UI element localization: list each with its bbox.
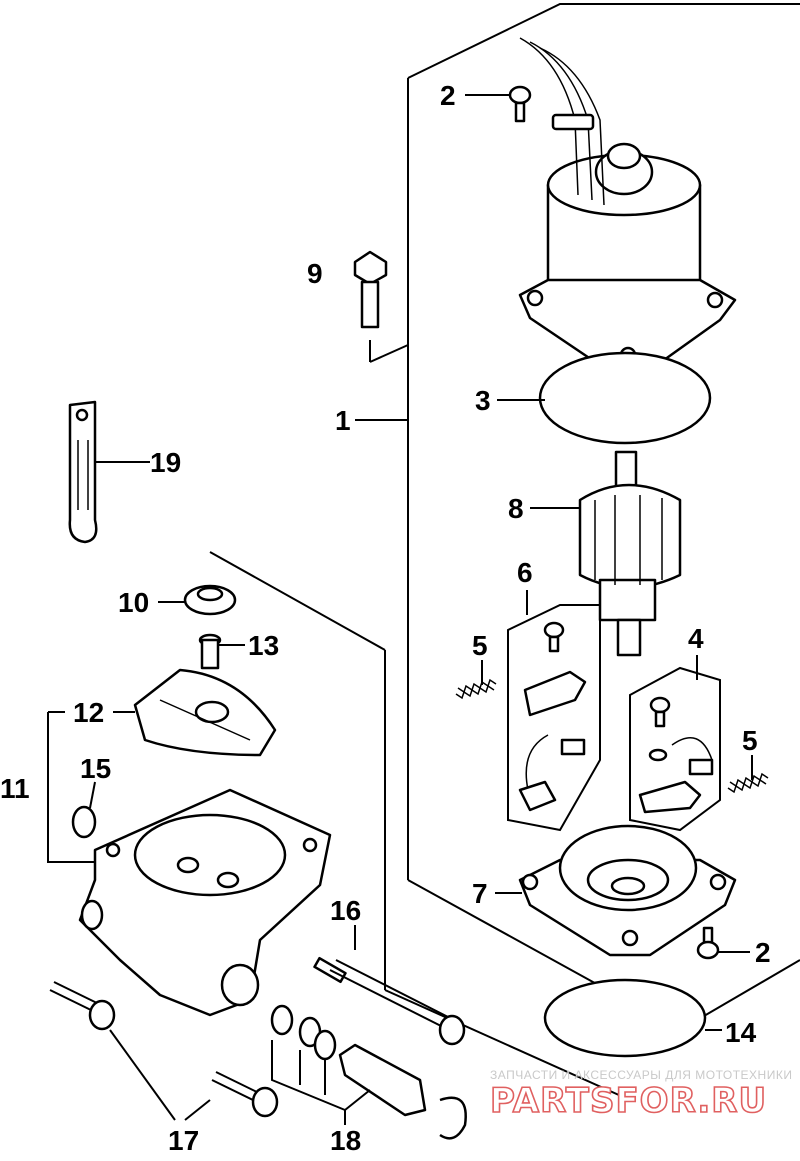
brush-kit-6 [507,604,601,832]
pump-assembly-outline [47,551,631,1101]
leader-lines [89,94,753,1125]
callout-10: 10 [118,587,149,618]
o-ring-14 [543,978,707,1058]
bolt-16 [313,956,466,1046]
valve-kit-18 [270,1004,467,1140]
callout-6: 6 [517,557,533,588]
callout-19: 19 [150,447,181,478]
strap-19 [68,400,98,544]
callout-9: 9 [307,258,323,289]
o-ring-3 [538,351,712,445]
callout-1: 1 [335,405,351,436]
callout-11: 11 [0,773,30,804]
callout-8: 8 [508,493,524,524]
callout-14: 14 [725,1017,757,1048]
callout-5-left: 5 [472,630,488,661]
bolt-17-left [49,981,116,1031]
callout-18: 18 [330,1125,361,1156]
pump-body [78,788,332,1017]
o-ring-15 [71,805,97,839]
callout-5-right: 5 [742,725,758,756]
motor-housing [518,37,737,374]
plate-12 [133,668,277,757]
callout-15: 15 [80,753,111,784]
callout-labels: 1 2 2 3 4 5 5 6 7 8 9 10 11 12 13 14 15 … [0,80,771,1156]
brush-kit-4 [629,666,721,832]
screw-2-bottom [696,926,720,960]
pin-13 [198,633,222,670]
end-cap-7 [518,824,737,957]
screw-2-top [508,85,532,123]
washer-10 [183,584,237,616]
armature-8 [578,450,682,657]
callout-17: 17 [168,1125,199,1156]
callout-13: 13 [248,630,279,661]
bolt-9 [353,250,409,363]
callout-12: 12 [73,697,104,728]
bolt-17-right [211,1071,279,1118]
watermark-caption: ЗАПЧАСТИ И АКСЕССУАРЫ ДЛЯ МОТОТЕХНИКИ [490,1068,792,1082]
watermark-brand: PARTSFOR.RU [490,1081,767,1121]
spring-5-left [455,678,497,700]
callout-2-top: 2 [440,80,456,111]
spring-5-right [727,772,769,794]
callout-7: 7 [472,878,488,909]
watermark: ЗАПЧАСТИ И АКСЕССУАРЫ ДЛЯ МОТОТЕХНИКИ PA… [489,1068,792,1122]
callout-3: 3 [475,385,491,416]
callout-4: 4 [688,623,704,654]
callout-16: 16 [330,895,361,926]
callout-2-bottom: 2 [755,937,771,968]
